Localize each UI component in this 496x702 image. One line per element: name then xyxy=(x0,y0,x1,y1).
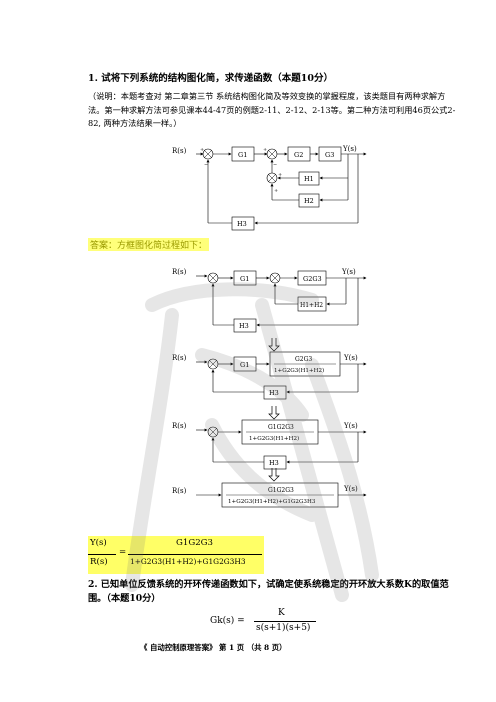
svg-text:H3: H3 xyxy=(269,459,279,467)
svg-text:H1+H2: H1+H2 xyxy=(300,302,323,309)
svg-text:G1: G1 xyxy=(238,151,247,159)
block-h3 xyxy=(231,216,255,231)
down-arrow-icon xyxy=(268,338,280,352)
block-h2 xyxy=(298,193,320,208)
svg-text:H2: H2 xyxy=(304,197,314,205)
result-eq: = xyxy=(119,547,127,557)
svg-text:G1: G1 xyxy=(240,361,249,369)
svg-text:Y(s): Y(s) xyxy=(341,268,356,276)
result-rhs-num: G1G2G3 xyxy=(176,538,213,548)
svg-text:G2G3: G2G3 xyxy=(303,275,322,283)
svg-text:Y(s): Y(s) xyxy=(343,422,358,430)
q2-formula-den: s(s+1)(s+5) xyxy=(256,623,311,633)
svg-text:G3: G3 xyxy=(325,151,334,159)
svg-text:−: − xyxy=(204,162,208,168)
result-formula: Y(s) R(s) = G1G2G3 1+G2G3(H1+H2)+G1G2G3H… xyxy=(88,536,288,576)
svg-text:G2: G2 xyxy=(294,151,303,159)
svg-text:H3: H3 xyxy=(269,389,279,397)
diagram-input-label: R(s) xyxy=(172,147,187,155)
svg-text:R(s): R(s) xyxy=(172,354,187,362)
block-h1 xyxy=(298,171,320,186)
svg-text:G1: G1 xyxy=(240,275,249,283)
block-diagram-step3: R(s) G1G2G3 1+G2G3(H1+H2) Y(s) H3 xyxy=(172,419,367,470)
svg-text:+: + xyxy=(274,188,278,194)
svg-text:1+G2G3(H1+H2): 1+G2G3(H1+H2) xyxy=(249,435,299,442)
svg-text:R(s): R(s) xyxy=(172,422,187,430)
svg-text:1+G2G3(H1+H2): 1+G2G3(H1+H2) xyxy=(274,367,324,374)
q2-formula-lhs: Gk(s) = xyxy=(210,616,245,626)
down-arrow-icon xyxy=(268,468,280,482)
svg-text:Y(s): Y(s) xyxy=(343,485,358,493)
result-rhs-den: 1+G2G3(H1+H2)+G1G2G3H3 xyxy=(130,557,246,566)
block-h3 xyxy=(263,385,287,400)
block-diagram-original: R(s) + − G1 + − G2 G3 Y(s) + + H1 xyxy=(172,145,367,231)
block-diagram-step4: R(s) G1G2G3 1+G2G3(H1+H2)+G1G2G3H3 Y(s) xyxy=(172,482,367,508)
svg-text:G1G2G3: G1G2G3 xyxy=(268,424,294,431)
question-2-title: 2. 已知单位反馈系统的开环传递函数如下，试确定使系统稳定的开环放大系数K的取值… xyxy=(88,579,449,604)
svg-text:+: + xyxy=(263,147,267,153)
svg-text:H3: H3 xyxy=(237,220,247,228)
result-lhs-num: Y(s) xyxy=(90,538,107,548)
svg-text:R(s): R(s) xyxy=(172,268,187,276)
question-1-note: （说明：本题考查对 第二章第三节 系统结构图化简及等效变换的掌握程度，该类题目有… xyxy=(88,91,456,128)
svg-text:G2G3: G2G3 xyxy=(295,356,312,363)
svg-text:H3: H3 xyxy=(239,322,249,330)
svg-text:+: + xyxy=(200,147,204,153)
block-h3 xyxy=(263,455,287,470)
block-h3 xyxy=(233,318,257,333)
down-arrow-icon xyxy=(268,406,280,420)
q2-formula-num: K xyxy=(278,608,285,618)
result-lhs-den: R(s) xyxy=(90,557,108,567)
diagram-output-label: Y(s) xyxy=(342,145,357,153)
svg-text:G1G2G3: G1G2G3 xyxy=(268,487,294,494)
block-diagram-step2: R(s) G1 G2G3 1+G2G3(H1+H2) Y(s) H3 xyxy=(172,351,367,400)
page-footer: 《 自动控制原理答案》 第 1 页 （共 8 页） xyxy=(140,643,287,652)
block-diagram-step1: R(s) G1 G2G3 Y(s) H1+H2 H3 xyxy=(172,268,367,333)
svg-text:−: − xyxy=(273,162,277,168)
svg-text:R(s): R(s) xyxy=(172,487,187,495)
question-2-formula: Gk(s) = K s(s+1)(s+5) xyxy=(210,608,330,636)
svg-text:Y(s): Y(s) xyxy=(343,354,358,362)
answer-label: 答案：方框图化简过程如下： xyxy=(88,238,210,251)
svg-text:1+G2G3(H1+H2)+G1G2G3H3: 1+G2G3(H1+H2)+G1G2G3H3 xyxy=(228,498,316,505)
question-1-title: 1. 试将下列系统的结构图化简，求传递函数（本题10分） xyxy=(88,73,333,84)
svg-text:H1: H1 xyxy=(304,175,314,183)
svg-text:+: + xyxy=(278,172,282,178)
